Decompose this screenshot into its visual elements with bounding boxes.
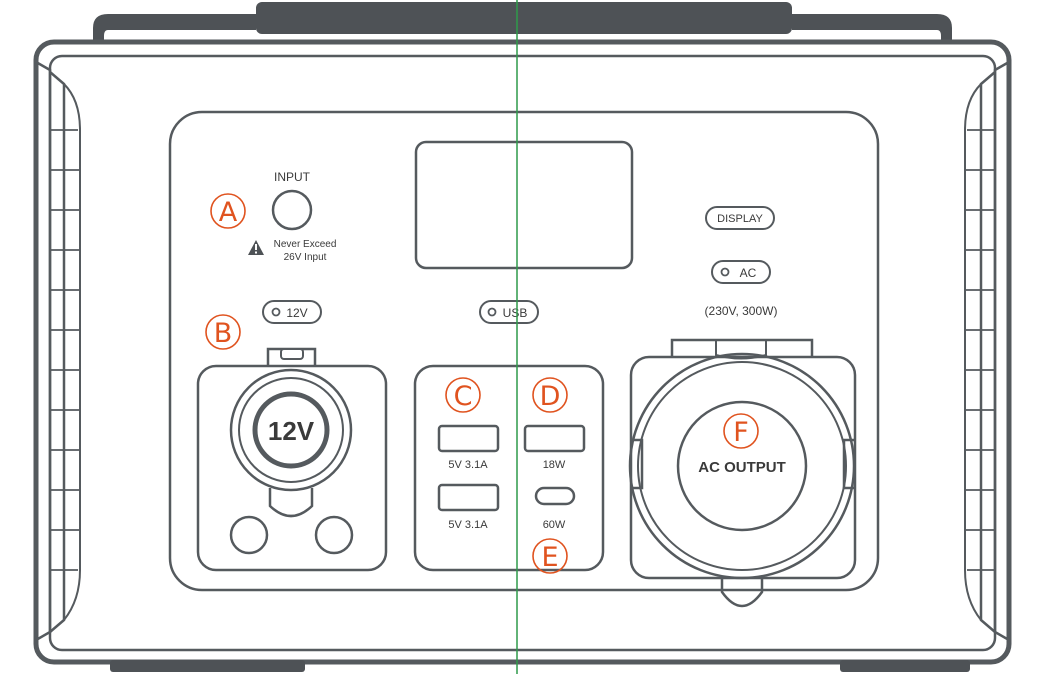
right-side-grip [964, 60, 1010, 642]
dc-12v-button[interactable]: 12V [262, 300, 322, 324]
ac-output-label: AC OUTPUT [698, 459, 786, 476]
ac-rating: (230V, 300W) [705, 304, 778, 318]
callout-a: A [210, 193, 246, 229]
display-button[interactable]: DISPLAY [705, 206, 775, 230]
car-socket-label: 12V [268, 416, 315, 446]
usb-a-port-1-rating: 5V 3.1A [448, 459, 488, 471]
dc-12v-button-label: 12V [286, 306, 307, 320]
callout-e: E [532, 538, 568, 574]
usb-a-port-1[interactable] [437, 424, 500, 453]
callout-c: C [445, 377, 481, 413]
usb-a-port-2[interactable] [437, 483, 500, 512]
car-socket-module: 12V [196, 347, 388, 572]
carry-handle [93, 2, 952, 42]
ac-button[interactable]: AC [711, 260, 771, 284]
usb-qc-port[interactable] [523, 424, 586, 453]
svg-text:E: E [541, 542, 558, 573]
usb-qc-port-rating: 18W [543, 459, 566, 471]
warning-text-line1: Never Exceed [274, 239, 337, 250]
svg-text:A: A [219, 197, 238, 228]
dc-5521-port-left[interactable] [229, 515, 269, 555]
usb-a-port-2-rating: 5V 3.1A [448, 519, 488, 531]
usb-c-port[interactable] [534, 486, 576, 506]
usb-module: 5V 3.1A 5V 3.1A 18W 60W [413, 364, 605, 572]
dc-5521-port-right[interactable] [314, 515, 354, 555]
input-label: INPUT [274, 170, 311, 184]
lcd-screen [414, 140, 634, 270]
dc-input-port[interactable] [271, 189, 313, 231]
control-panel [168, 110, 880, 592]
usb-button[interactable]: USB [479, 300, 539, 324]
input-section: INPUT Never Exceed 26V Input [248, 170, 336, 263]
left-side-grip [35, 60, 81, 642]
warning-text-line2: 26V Input [284, 252, 327, 263]
callout-b: B [205, 314, 241, 350]
usb-button-label: USB [503, 306, 528, 320]
callout-f: F [723, 413, 759, 449]
svg-text:F: F [733, 417, 749, 448]
ac-button-label: AC [740, 266, 757, 280]
ac-output-module: AC OUTPUT [628, 338, 857, 608]
svg-text:C: C [454, 381, 473, 412]
ac-outlet[interactable] [676, 400, 808, 532]
display-button-label: DISPLAY [717, 213, 763, 225]
device-body [33, 39, 1012, 672]
callout-d: D [532, 377, 568, 413]
svg-text:D: D [540, 381, 561, 412]
svg-text:B: B [214, 318, 233, 349]
usb-c-port-rating: 60W [543, 519, 566, 531]
12v-car-socket[interactable] [252, 391, 330, 469]
